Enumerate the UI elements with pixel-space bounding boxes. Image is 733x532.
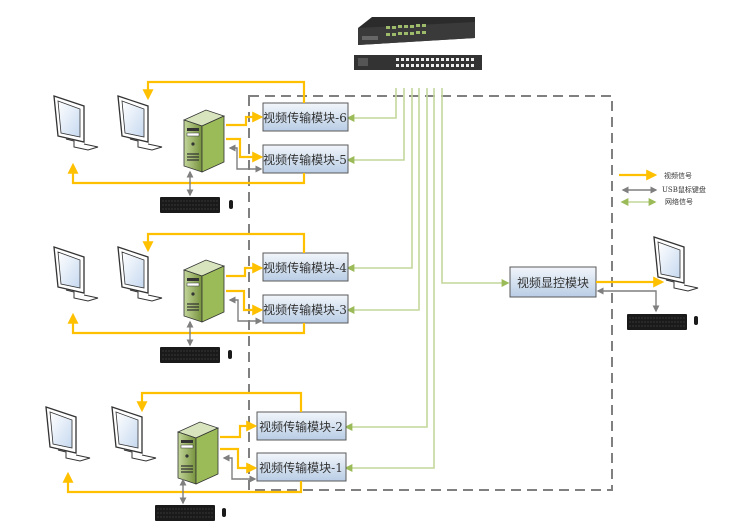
control-module-label: 视频显控模块 (517, 275, 589, 290)
switch-front-icon (358, 17, 475, 45)
module-5: 视频传输模块-5 (262, 144, 349, 174)
monitor-icon (53, 95, 99, 151)
module-1: 视频传输模块-1 (256, 452, 347, 482)
console-keyboard-icon (626, 313, 688, 331)
pc-tower-icon (177, 421, 219, 485)
control-module: 视频显控模块 (509, 266, 597, 298)
legend-item-video: 视频信号 (619, 169, 692, 181)
module-6: 视频传输模块-6 (262, 102, 349, 132)
monitor-icon (53, 246, 99, 302)
module-label: 视频传输模块-6 (263, 110, 347, 125)
legend-item-usb: USB鼠标键盘 (621, 185, 706, 194)
network-line-m3 (346, 88, 420, 314)
keyboard-icon (159, 196, 221, 214)
mouse-icon (229, 200, 233, 209)
network-line-m6 (346, 88, 397, 122)
module-2: 视频传输模块-2 (256, 411, 347, 441)
pc-tower-icon (183, 259, 225, 323)
network-line-m5 (346, 88, 405, 164)
module-3: 视频传输模块-3 (262, 294, 349, 324)
module-label: 视频传输模块-5 (263, 152, 347, 167)
monitor-icon (45, 406, 91, 462)
module-label: 视频传输模块-1 (259, 460, 343, 475)
legend: 视频信号 USB鼠标键盘 网络信号 (619, 169, 706, 206)
legend-label: 视频信号 (664, 171, 692, 180)
module-label: 视频传输模块-3 (263, 302, 347, 317)
workstation-group-top (53, 80, 306, 214)
network-line-m4 (346, 88, 413, 272)
switch-rear-icon (354, 55, 482, 70)
legend-label: 网络信号 (665, 197, 693, 206)
network-line-m1 (344, 88, 435, 472)
legend-label: USB鼠标键盘 (662, 185, 706, 194)
monitor-icon (117, 246, 163, 302)
module-4: 视频传输模块-4 (262, 252, 349, 282)
console-station (596, 236, 699, 331)
network-line-control (441, 88, 510, 287)
legend-item-network: 网络信号 (620, 197, 693, 206)
workstation-group-bottom (45, 391, 303, 522)
module-label: 视频传输模块-2 (259, 419, 343, 434)
network-lines (344, 88, 510, 472)
monitor-icon (111, 406, 157, 462)
pc-tower-icon (183, 109, 225, 173)
network-switch-device (354, 17, 482, 70)
console-mouse-icon (694, 316, 698, 325)
keyboard-icon (159, 346, 221, 364)
mouse-icon (228, 350, 232, 359)
module-label: 视频传输模块-4 (263, 260, 347, 275)
keyboard-icon (154, 504, 216, 522)
monitor-icon (117, 95, 163, 151)
system-boundary-border (248, 95, 613, 491)
mouse-icon (222, 508, 226, 517)
network-line-m2 (344, 88, 428, 431)
workstation-group-middle (53, 232, 306, 364)
